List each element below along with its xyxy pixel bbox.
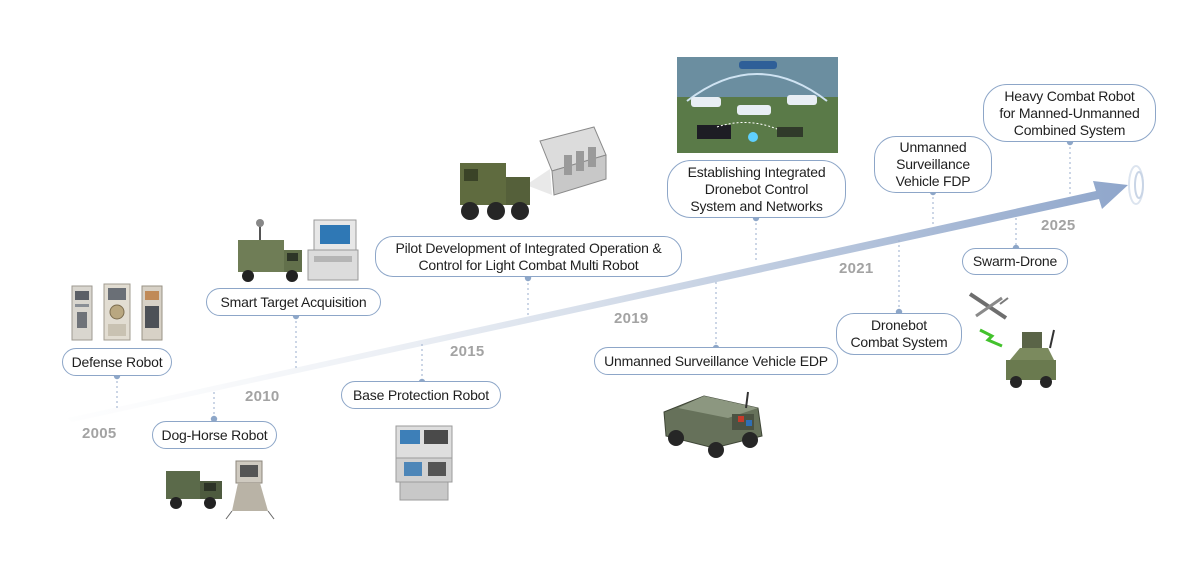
year-2005: 2005: [82, 425, 117, 442]
base-protection-console-icon: [395, 425, 453, 501]
label-integrated-dronebot-control: Establishing Integrated Dronebot Control…: [667, 160, 846, 218]
label-text-line: System and Networks: [690, 197, 823, 214]
label-pilot-development: Pilot Development of Integrated Operatio…: [375, 236, 682, 277]
label-text-line: Dronebot: [871, 317, 927, 333]
label-text-line: Surveillance: [896, 156, 970, 172]
label-defense-robot: Defense Robot: [62, 348, 172, 376]
control-console-icon: [71, 283, 163, 341]
year-2025: 2025: [1041, 217, 1076, 234]
label-text-line: Combat System: [850, 334, 948, 350]
target-rings-icon: [1128, 165, 1144, 205]
label-text-line: Control for Light Combat Multi Robot: [418, 256, 639, 273]
jeep-robot-icon: [663, 391, 763, 458]
label-usv-edp: Unmanned Surveillance Vehicle EDP: [594, 347, 838, 375]
timeline-arrow: [68, 181, 1128, 422]
container-module-icon: [460, 126, 607, 220]
drone-icon: [968, 292, 1056, 388]
label-text-line: Heavy Combat Robot: [1004, 87, 1135, 104]
label-text-line: Combined System: [1013, 121, 1126, 138]
year-2015: 2015: [450, 343, 485, 360]
label-text-line: Pilot Development of Integrated Operatio…: [395, 239, 662, 256]
label-text-line: Vehicle FDP: [895, 173, 971, 189]
label-swarm-drone: Swarm-Drone: [962, 248, 1068, 275]
label-text: Unmanned Surveillance Vehicle EDP: [604, 352, 828, 369]
military-truck-icon: [166, 460, 275, 520]
label-text-line: Dronebot Control: [704, 180, 809, 197]
label-text: Base Protection Robot: [353, 386, 489, 403]
label-text: Swarm-Drone: [972, 253, 1058, 269]
year-2019: 2019: [614, 310, 649, 327]
label-dronebot-combat-system: Dronebot Combat System: [836, 313, 962, 355]
label-heavy-combat-robot: Heavy Combat Robot for Manned-Unmanned C…: [983, 84, 1156, 142]
label-text-line: Unmanned: [899, 139, 967, 155]
label-dog-horse-robot: Dog-Horse Robot: [152, 421, 277, 449]
armored-vehicle-icon: [1006, 329, 1056, 388]
label-text: Smart Target Acquisition: [220, 293, 367, 310]
label-smart-target-acquisition: Smart Target Acquisition: [206, 288, 381, 316]
label-text-line: Establishing Integrated: [687, 163, 826, 180]
surveillance-truck-icon: [238, 219, 359, 282]
label-usv-fdp: Unmanned Surveillance Vehicle FDP: [874, 136, 992, 193]
label-text: Dog-Horse Robot: [161, 426, 268, 443]
label-text-line: for Manned-Unmanned: [999, 104, 1140, 121]
year-2010: 2010: [245, 388, 280, 405]
network-map-icon: [677, 57, 838, 153]
year-2021: 2021: [839, 260, 874, 277]
label-base-protection-robot: Base Protection Robot: [341, 381, 501, 409]
label-text: Defense Robot: [71, 353, 163, 370]
